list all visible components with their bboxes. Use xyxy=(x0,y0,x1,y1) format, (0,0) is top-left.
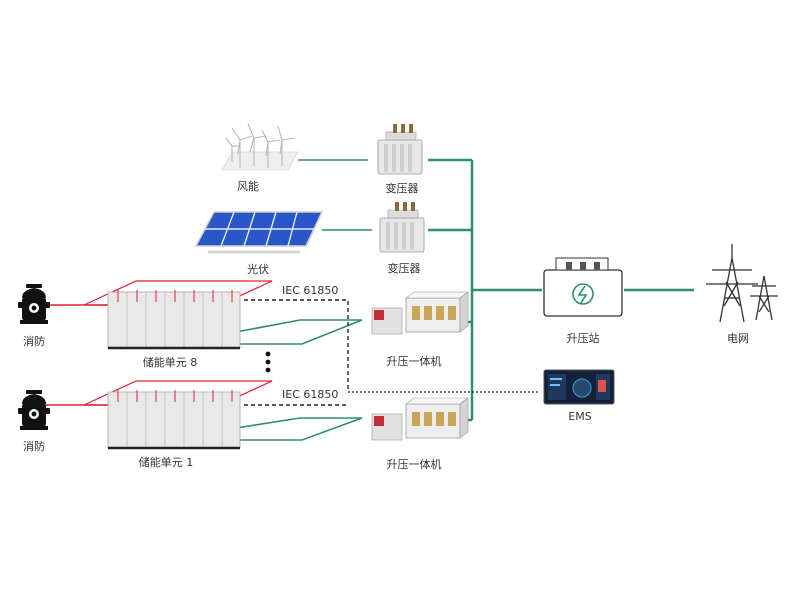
substation-icon xyxy=(543,257,623,317)
ems-label: EMS xyxy=(568,410,591,423)
power-grid-icon xyxy=(706,244,778,323)
fire-bottom-label: 消防 xyxy=(23,439,45,453)
fire-hydrant-bottom-icon xyxy=(18,390,50,430)
solar-panel-icon xyxy=(194,211,324,254)
wind-turbines-icon xyxy=(221,123,299,171)
storage-unit-1-icon xyxy=(83,380,273,450)
storage-unit-8-icon xyxy=(83,280,273,350)
storage-top-label: 储能单元 8 xyxy=(143,355,198,369)
comm-line-top xyxy=(244,299,349,392)
transformer-mid-icon xyxy=(379,202,425,253)
booster-top-label: 升压一体机 xyxy=(387,354,442,368)
protocol-top-label: IEC 61850 xyxy=(282,284,338,297)
booster-top-icon xyxy=(371,291,469,335)
solar-label: 光伏 xyxy=(247,262,269,276)
transformer-top-label: 变压器 xyxy=(386,181,419,195)
substation-label: 升压站 xyxy=(567,331,600,345)
fire-top-label: 消防 xyxy=(23,334,45,348)
storage8-to-booster-line xyxy=(235,319,363,345)
booster-bottom-label: 升压一体机 xyxy=(387,457,442,471)
grid-label: 电网 xyxy=(727,332,749,345)
storage1-to-booster-line xyxy=(235,417,363,441)
protocol-bottom-label: IEC 61850 xyxy=(282,388,338,401)
storage-bottom-label: 储能单元 1 xyxy=(139,455,194,469)
ems-screen-icon xyxy=(543,369,615,405)
transformer-top-icon xyxy=(377,124,423,175)
wind-label: 风能 xyxy=(237,179,259,193)
ellipsis-dots xyxy=(265,351,271,373)
transformer-mid-label: 变压器 xyxy=(388,261,421,275)
booster-bottom-icon xyxy=(371,397,469,441)
fire-hydrant-top-icon xyxy=(18,284,50,324)
